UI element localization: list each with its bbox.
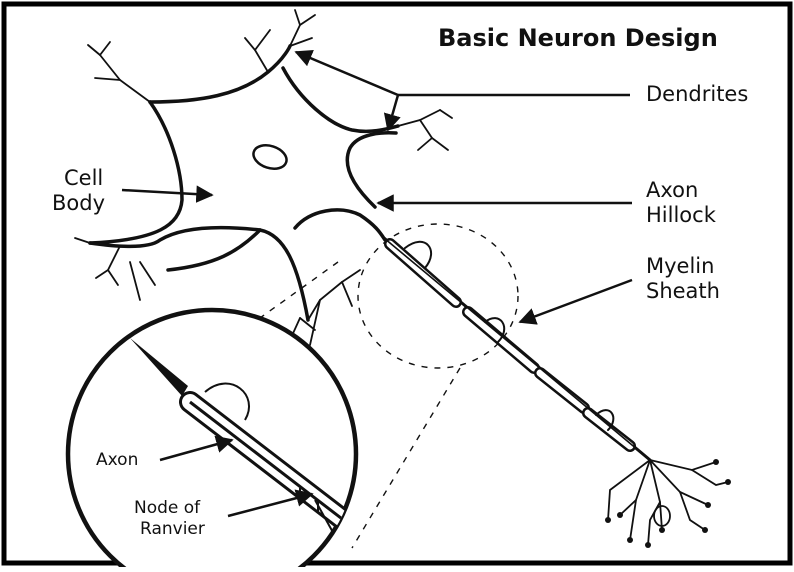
label-node-of-ranvier-line2: Ranvier <box>140 521 205 538</box>
label-axon-hillock-line2: Hillock <box>646 205 716 226</box>
label-cell-body-line2: Body <box>52 193 105 214</box>
label-inset-axon: Axon <box>96 452 138 469</box>
label-node-of-ranvier-line1: Node of <box>134 500 200 517</box>
label-axon-hillock-line1: Axon <box>646 180 698 201</box>
inset-circle <box>68 310 356 567</box>
label-dendrites: Dendrites <box>646 84 748 105</box>
label-myelin-sheath-line1: Myelin <box>646 256 714 277</box>
label-myelin-sheath-line2: Sheath <box>646 281 720 302</box>
label-cell-body-line1: Cell <box>64 168 103 189</box>
diagram-title: Basic Neuron Design <box>438 26 718 50</box>
